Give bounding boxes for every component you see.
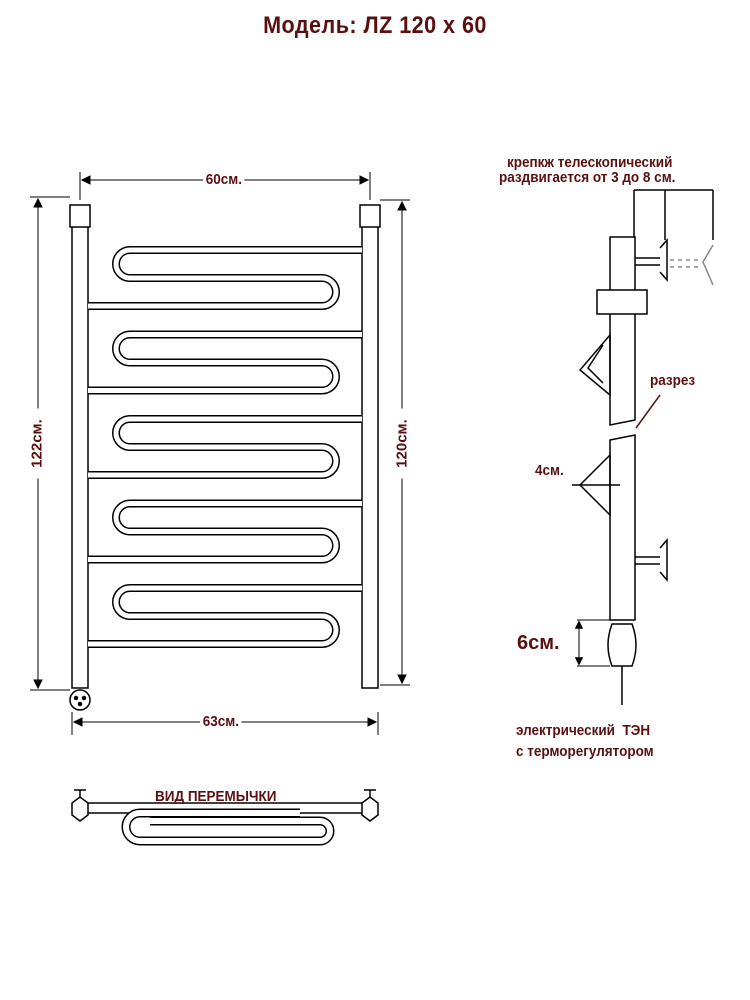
heater-height-label: 6см. (517, 632, 560, 654)
right-height-label: 120см. (393, 408, 411, 479)
serpentine-section (88, 332, 362, 393)
serpentine-section (88, 585, 362, 647)
jumper-view (71, 789, 379, 846)
dimension-lines (30, 172, 410, 735)
model-title: Модель: ЛZ 120 x 60 (263, 12, 487, 39)
bracket-label-2: раздвигается от 3 до 8 см. (499, 169, 676, 186)
right-rail (361, 209, 379, 689)
left-rail (71, 209, 89, 689)
bracket-label-1: крепкж телескопический (507, 154, 673, 171)
front-view (30, 172, 410, 735)
top-width-label: 60см. (203, 171, 245, 188)
right-cap (359, 204, 381, 228)
section-label: разрез (650, 372, 696, 389)
serpentine-section (88, 247, 362, 309)
bracket-offset-label: 4см. (535, 462, 564, 479)
heater-label-1: электрический ТЭН (516, 722, 651, 739)
left-height-label: 122см. (28, 408, 46, 479)
heater-element (607, 623, 637, 667)
jumper-view-label: ВИД ПЕРЕМЫЧКИ (155, 788, 277, 805)
left-fitting-icon (71, 796, 89, 822)
bottom-width-label: 63см. (200, 713, 242, 730)
right-fitting-icon (361, 796, 379, 822)
serpentine-section (88, 501, 362, 562)
left-cap (69, 204, 91, 228)
upper-collar (596, 289, 648, 315)
heater-label-2: с терморегулятором (516, 743, 654, 760)
heater-connector-icon (69, 689, 91, 711)
side-view (572, 189, 714, 705)
serpentine-section (88, 416, 362, 478)
